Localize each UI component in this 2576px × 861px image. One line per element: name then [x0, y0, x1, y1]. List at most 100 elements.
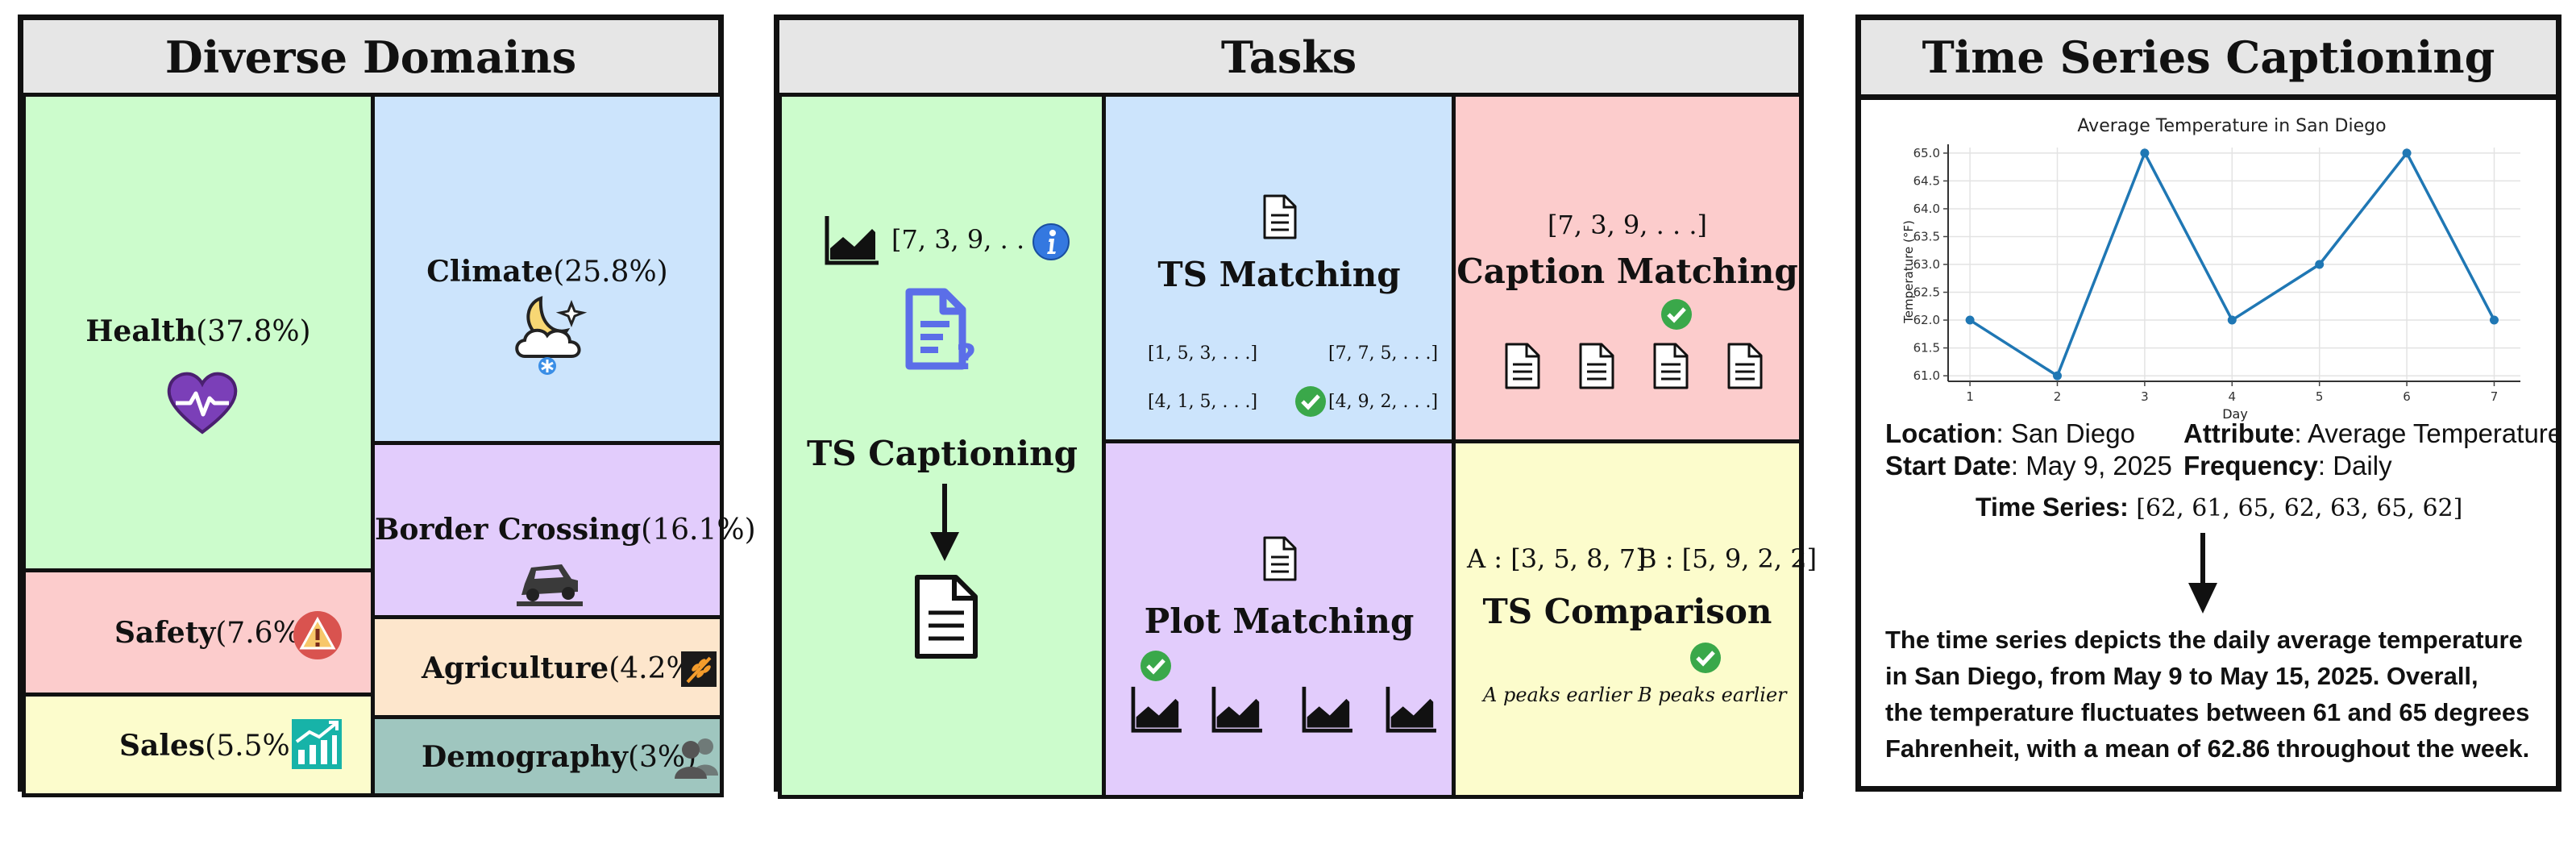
ts-comparison-series-a: A : [3, 5, 8, 7]	[1467, 543, 1646, 574]
captioning-panel: Time Series Captioning Average Temperatu…	[1855, 15, 2563, 792]
document-icon	[1263, 194, 1297, 239]
ts-comparison-option-b: B peaks earlier	[1638, 684, 1787, 706]
caption-line: in San Diego, from May 9 to May 15, 2025…	[1885, 662, 2478, 690]
line-chart-icon	[1302, 686, 1352, 733]
ts-captioning-title: TS Captioning	[807, 434, 1078, 473]
x-tick-label: 7	[2491, 389, 2499, 404]
ts-matching-title: TS Matching	[1157, 255, 1401, 294]
data-point	[2140, 148, 2150, 158]
domains-title: Diverse Domains	[23, 20, 718, 100]
domain-demography: Demography(3%)	[371, 715, 724, 797]
car-crossing-icon	[517, 564, 583, 606]
captioning-title: Time Series Captioning	[1861, 20, 2556, 100]
captioning-series: [7, 3, 9, . . .]	[891, 224, 1051, 255]
task-ts-captioning: [7, 3, 9, . . .] ? TS Captioning	[778, 93, 1107, 799]
meta-start-date: Start Date: May 9, 2025	[1885, 451, 2172, 480]
meta-attribute: Attribute: Average Temperature	[2183, 418, 2563, 448]
chart-title: Average Temperature in San Diego	[2077, 116, 2386, 136]
line-chart-icon	[1211, 686, 1262, 733]
x-tick-label: 2	[2054, 389, 2062, 404]
y-tick-label: 64.5	[1913, 173, 1940, 188]
meta-time-series: Time Series: [62, 61, 65, 62, 63, 65, 62…	[1976, 493, 2463, 522]
ts-comparison-title: TS Comparison	[1482, 592, 1772, 631]
task-caption-matching: [7, 3, 9, . . .] Caption Matching	[1452, 93, 1803, 444]
x-tick-label: 4	[2229, 389, 2237, 404]
wheat-icon	[681, 651, 717, 687]
domain-border-crossing: Border Crossing(16.1%)	[371, 441, 756, 620]
heart-pulse-icon	[167, 372, 238, 435]
meta-location: Location: San Diego	[1885, 418, 2135, 448]
data-point	[2227, 315, 2237, 325]
check-icon	[1690, 643, 1721, 673]
people-icon	[675, 738, 718, 779]
task-ts-comparison: A : [3, 5, 8, 7] B : [5, 9, 2, 2] TS Com…	[1452, 439, 1817, 799]
domain-demography-label: Demography(3%)	[422, 740, 697, 774]
domain-climate: Climate(25.8%)	[371, 93, 724, 446]
temperature-line-chart: Average Temperature in San Diego Tempera…	[1901, 116, 2520, 422]
caption-text: The time series depicts the daily averag…	[1885, 622, 2529, 767]
document-icon	[1263, 536, 1297, 581]
data-point	[2315, 260, 2325, 269]
plot-matching-title: Plot Matching	[1144, 601, 1415, 641]
y-tick-label: 61.5	[1913, 341, 1940, 356]
tasks-title: Tasks	[779, 20, 1798, 100]
domains-panel: Diverse Domains Health(37.8%) Climate(25…	[18, 15, 756, 797]
caption-line: Fahrenheit, with a mean of 62.86 through…	[1885, 734, 2530, 763]
y-tick-label: 63.0	[1913, 257, 1940, 272]
ts-matching-option-4: [4, 9, 2, . . .]	[1328, 392, 1439, 412]
chart-ylabel: Temperature (°F)	[1901, 220, 1916, 324]
y-tick-label: 62.5	[1913, 285, 1940, 300]
ts-comparison-series-b: B : [5, 9, 2, 2]	[1638, 543, 1818, 574]
data-point	[2052, 371, 2062, 381]
x-tick-label: 6	[2403, 389, 2411, 404]
y-tick-label: 65.0	[1913, 146, 1940, 160]
check-icon	[1661, 299, 1692, 330]
domain-health: Health(37.8%)	[22, 93, 375, 573]
down-arrow-icon	[930, 484, 959, 561]
info-icon	[1032, 223, 1070, 260]
check-icon	[1295, 386, 1326, 417]
y-tick-label: 61.0	[1913, 368, 1940, 383]
check-icon	[1141, 651, 1171, 681]
task-ts-matching: TS Matching [1, 5, 3, . . .] [7, 7, 5, .…	[1102, 93, 1456, 444]
caption-matching-series: [7, 3, 9, . . .]	[1548, 210, 1707, 240]
caption-line: the temperature fluctuates between 61 an…	[1885, 698, 2530, 726]
svg-text:?: ?	[956, 337, 977, 376]
document-question-icon: ?	[905, 288, 977, 376]
document-icon	[1653, 343, 1689, 389]
document-icon	[1727, 343, 1763, 389]
caption-matching-title: Caption Matching	[1456, 252, 1798, 291]
tasks-panel: Tasks [7, 3, 9, . . .] ? TS Captioning	[774, 15, 1817, 799]
meta-frequency: Frequency: Daily	[2183, 451, 2392, 480]
document-icon	[1505, 343, 1540, 389]
x-tick-label: 1	[1966, 389, 1974, 404]
ts-comparison-option-a: A peaks earlier	[1483, 684, 1632, 706]
data-point	[1965, 315, 1975, 325]
domain-border-crossing-label: Border Crossing(16.1%)	[375, 513, 756, 547]
ts-matching-option-1: [1, 5, 3, . . .]	[1148, 343, 1258, 364]
domain-agriculture-label: Agriculture(4.2%)	[422, 651, 705, 685]
domain-sales: Sales(5.5%)	[22, 693, 375, 797]
caption-line: The time series depicts the daily averag…	[1885, 626, 2523, 654]
data-point	[2489, 315, 2499, 325]
sales-chart-icon	[292, 719, 342, 769]
x-tick-label: 3	[2141, 389, 2149, 404]
document-icon	[1579, 343, 1614, 389]
document-icon	[915, 575, 978, 659]
line-chart-icon	[1386, 686, 1436, 733]
y-tick-label: 62.0	[1913, 313, 1940, 327]
ts-matching-option-2: [7, 7, 5, . . .]	[1328, 343, 1439, 364]
y-tick-label: 63.5	[1913, 229, 1940, 243]
domain-safety-label: Safety(7.6%)	[114, 616, 312, 650]
domain-climate-label: Climate(25.8%)	[426, 255, 668, 289]
down-arrow-icon	[2188, 533, 2217, 614]
domain-sales-label: Sales(5.5%)	[119, 729, 301, 763]
data-point	[2402, 148, 2412, 158]
domain-agriculture: Agriculture(4.2%)	[371, 615, 724, 720]
line-chart-icon	[825, 216, 879, 265]
domain-health-label: Health(37.8%)	[85, 314, 311, 348]
domain-safety: Safety(7.6%)	[22, 568, 375, 697]
x-tick-label: 5	[2316, 389, 2324, 404]
ts-matching-option-3: [4, 1, 5, . . .]	[1148, 392, 1258, 412]
y-tick-label: 64.0	[1913, 202, 1940, 216]
